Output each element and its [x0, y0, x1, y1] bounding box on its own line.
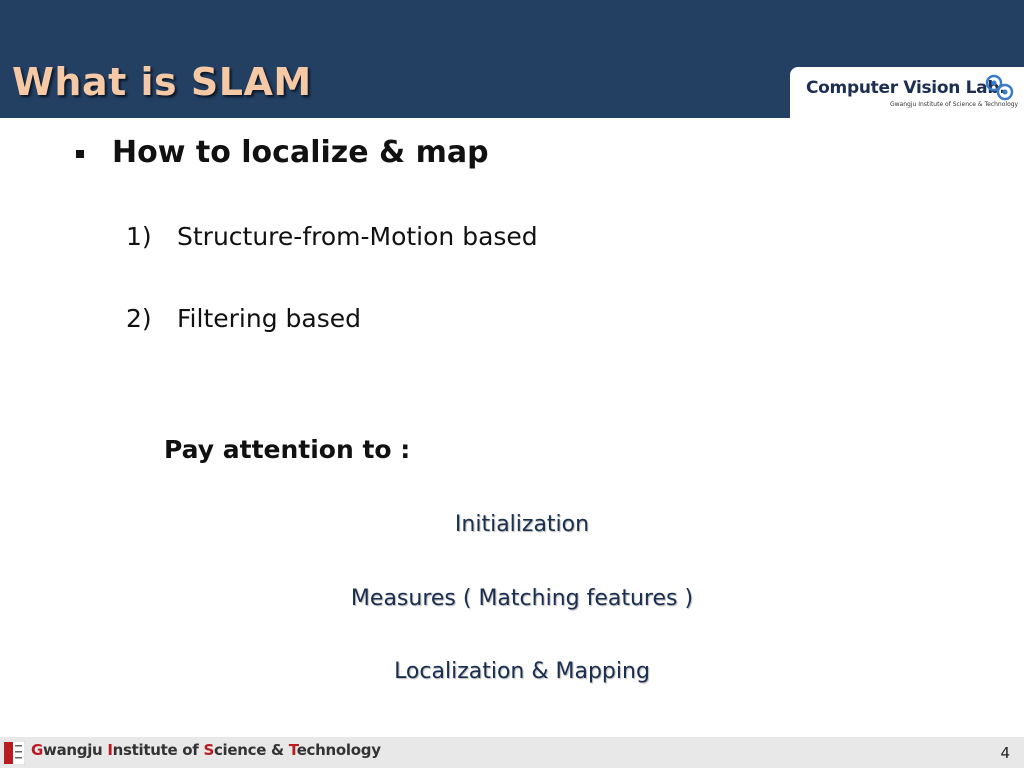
slide-footer: Gwangju Institute of Science & Technolog…	[0, 737, 1024, 768]
numbered-item-2: 2) Filtering based	[126, 304, 361, 333]
focus-item-localization-mapping: Localization & Mapping	[394, 659, 650, 684]
lab-logo-circles-icon	[985, 74, 1014, 101]
footer-institute-name: Gwangju Institute of Science & Technolog…	[31, 741, 381, 759]
attention-heading: Pay attention to :	[164, 435, 411, 464]
lab-logo-subtitle: Gwangju Institute of Science & Technolog…	[890, 101, 1019, 108]
numbered-item-text: Structure-from-Motion based	[177, 222, 538, 251]
gist-logo-icon	[3, 741, 25, 765]
numbered-item-marker: 1)	[126, 222, 152, 251]
page-number: 4	[1000, 744, 1010, 762]
main-bullet: How to localize & map	[76, 135, 489, 170]
main-bullet-text: How to localize & map	[112, 135, 489, 170]
slide-title: What is SLAM	[12, 60, 312, 104]
numbered-item-marker: 2)	[126, 304, 152, 333]
slide-header: What is SLAM Computer Vision Lab. Gwangj…	[0, 0, 1024, 118]
numbered-item-1: 1) Structure-from-Motion based	[126, 222, 538, 251]
numbered-item-text: Filtering based	[177, 304, 361, 333]
focus-item-measures: Measures ( Matching features )	[350, 586, 694, 611]
lab-logo-text: Computer Vision Lab.	[806, 78, 1006, 98]
lab-logo: Computer Vision Lab. Gwangju Institute o…	[790, 67, 1024, 118]
focus-item-initialization: Initialization	[454, 512, 590, 537]
square-bullet-icon	[76, 149, 84, 158]
